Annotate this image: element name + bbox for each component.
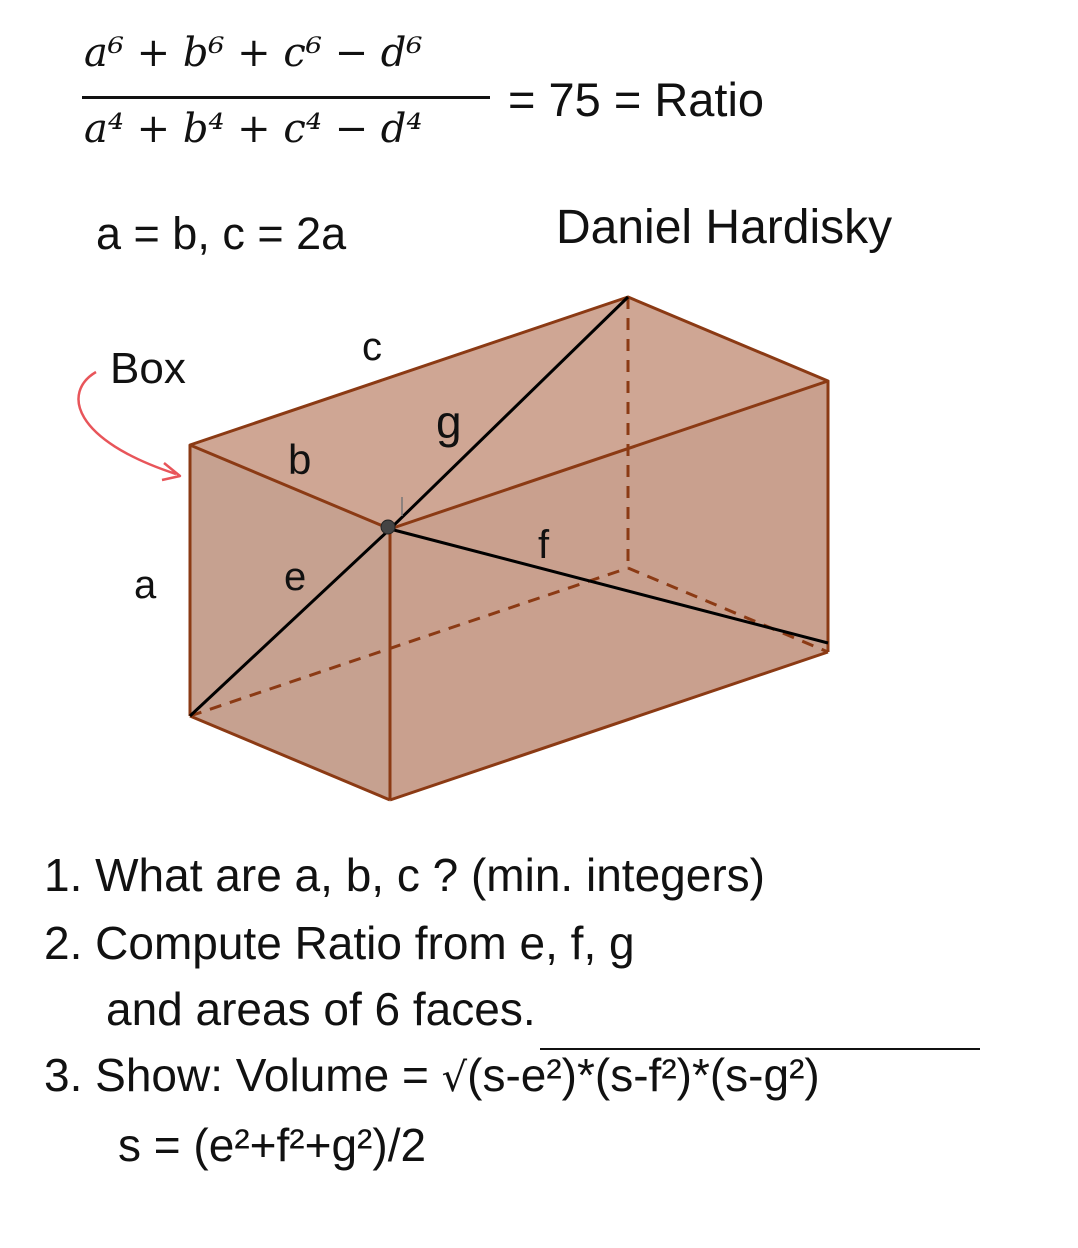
sqrt-sign: √ [441, 1055, 468, 1101]
question-2-line-1: 2. Compute Ratio from e, f, g [44, 917, 635, 969]
box-front-face [390, 381, 828, 800]
edge-label-g: g [436, 396, 462, 448]
edge-label-f: f [538, 523, 550, 567]
box-diagram: Box c b g a e f [77, 295, 830, 802]
question-1: 1. What are a, b, c ? (min. integers) [44, 849, 765, 901]
box-label: Box [110, 344, 186, 393]
face-diagonals [188, 295, 829, 718]
question-3-prefix: 3. Show: Volume = [44, 1049, 442, 1101]
question-3-s-definition: s = (e²+f²+g²)/2 [118, 1119, 427, 1171]
edge-label-c: c [362, 325, 382, 369]
edge-label-b: b [288, 436, 311, 483]
question-3: 3. Show: Volume = √(s-e²)*(s-f²)*(s-g²) [44, 1052, 820, 1101]
box-arrow [77, 370, 177, 476]
question-3-radicand: (s-e²)*(s-f²)*(s-g²) [467, 1049, 820, 1101]
formula-result: = 75 = Ratio [508, 73, 765, 126]
formula-denominator: a⁴ + b⁴ + c⁴ − d⁴ [84, 106, 423, 152]
edge-label-a: a [134, 563, 157, 607]
edge-label-e: e [284, 555, 306, 599]
hidden-edges [189, 297, 829, 718]
visible-edges [188, 295, 830, 802]
formula-numerator: a⁶ + b⁶ + c⁶ − d⁶ [84, 30, 423, 76]
arrow-head-icon [161, 462, 182, 482]
vertex-point [380, 519, 396, 535]
condition-text: a = b, c = 2a [96, 208, 347, 259]
fraction-bar [82, 96, 490, 99]
sqrt-vinculum [540, 1048, 980, 1050]
question-2-line-2: and areas of 6 faces. [106, 983, 536, 1035]
author-name: Daniel Hardisky [556, 201, 893, 254]
